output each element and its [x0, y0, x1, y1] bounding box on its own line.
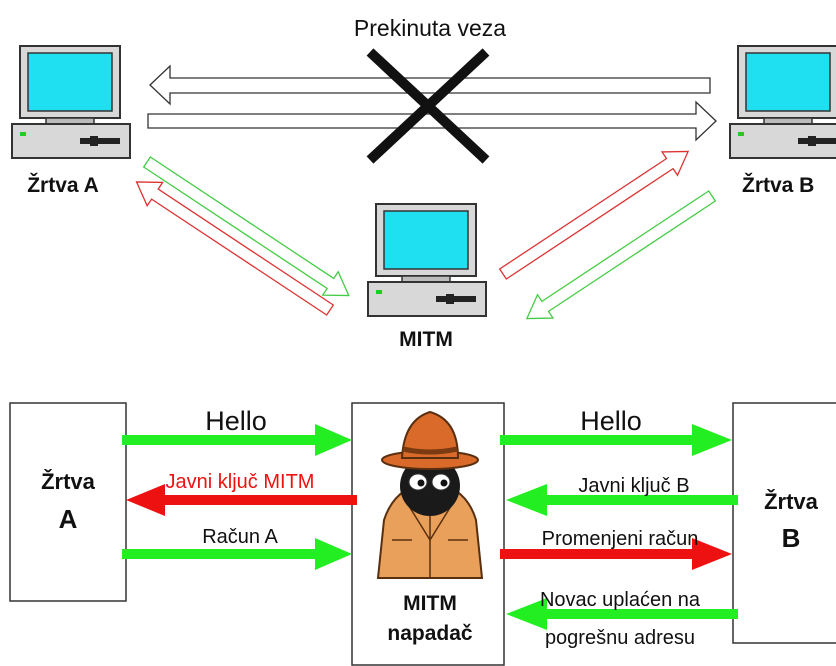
hello-left-label: Hello — [205, 406, 267, 436]
victim-a-box-line2: A — [59, 504, 78, 534]
victim-a-label: Žrtva A — [27, 173, 99, 197]
broken-connection-x-2 — [366, 48, 490, 164]
arrow-mitm-to-a — [135, 181, 335, 316]
arrow-account-changed — [500, 538, 732, 570]
attacker-line2: napadač — [387, 622, 473, 645]
money-line2-label: pogrešnu adresu — [545, 627, 695, 649]
arrow-b-to-mitm — [525, 190, 717, 320]
broken-arrow-right — [147, 100, 717, 142]
victim-a-box-line1: Žrtva — [41, 469, 96, 494]
account-changed-label: Promenjeni račun — [542, 528, 699, 550]
victim-a-box — [9, 402, 127, 602]
victim-b-computer-icon — [729, 45, 836, 159]
arrow-money — [506, 598, 738, 630]
key-b-label: Javni ključ B — [578, 475, 689, 497]
mitm-label: MITM — [399, 328, 453, 351]
victim-a-computer-icon — [11, 45, 131, 159]
arrow-mitm-to-b — [498, 150, 690, 280]
arrow-key-b — [506, 484, 738, 516]
account-a-label: Račun A — [202, 526, 278, 548]
arrow-account-a — [122, 538, 352, 570]
arrow-a-to-mitm — [142, 156, 350, 297]
spy-attacker-icon — [376, 410, 484, 579]
hello-right-label: Hello — [580, 406, 642, 436]
money-line1-label: Novac uplaćen na — [540, 589, 701, 611]
attacker-line1: MITM — [403, 592, 457, 615]
broken-connection-label: Prekinuta veza — [354, 15, 506, 41]
arrow-hello-right — [500, 424, 732, 456]
key-mitm-label: Javni ključ MITM — [166, 471, 315, 493]
victim-b-box-line2: B — [782, 523, 801, 553]
victim-b-label: Žrtva B — [742, 173, 814, 197]
mitm-computer-icon — [367, 203, 487, 317]
arrow-hello-left — [122, 424, 352, 456]
broken-arrow-left — [149, 64, 711, 106]
arrow-key-mitm — [126, 484, 357, 516]
victim-b-box — [732, 402, 836, 644]
victim-b-box-line1: Žrtva — [764, 489, 819, 514]
